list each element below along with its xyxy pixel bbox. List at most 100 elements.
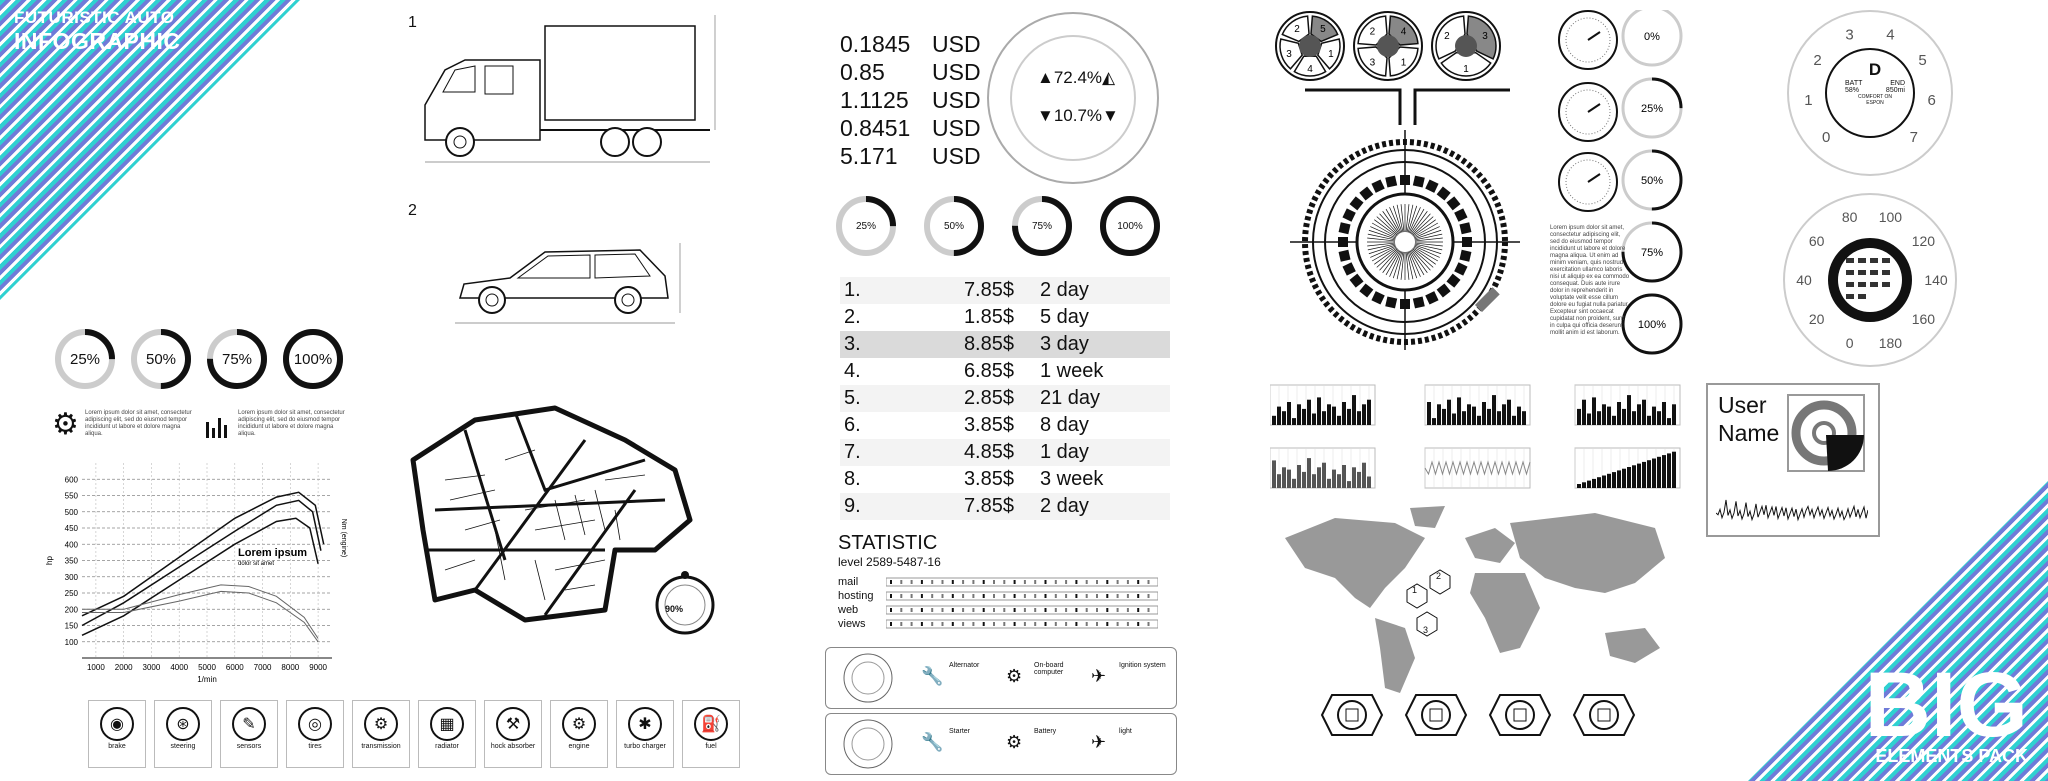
y-tick-label: 200 [65, 605, 79, 614]
radar-segment [1400, 175, 1410, 185]
bar-widget-bar [1632, 465, 1636, 488]
chart-series-line [82, 584, 319, 639]
y-tick-label: 600 [65, 475, 79, 484]
bar-widget-bar [1607, 473, 1611, 488]
map-percent-widget [655, 571, 715, 635]
city-map [410, 405, 693, 623]
right-ring-arc [1621, 77, 1683, 139]
x-axis-label: 1/min [197, 675, 217, 684]
radar-spoke [1396, 251, 1404, 280]
dial-sector [1440, 52, 1492, 77]
brand-footer-big: BIG [1864, 654, 2028, 756]
bar-widget-bar [1327, 404, 1331, 425]
bar-widget-bar [1617, 470, 1621, 488]
speed-dial-map-block [1882, 258, 1890, 263]
bar-widget-bar [1642, 461, 1646, 488]
component-icon: ⚒ [496, 707, 530, 741]
panel-component-label: Alternator [949, 662, 980, 669]
radar-spoke [1413, 245, 1440, 258]
bar-widget-bar [1502, 404, 1506, 425]
statistic-level: level 2589-5487-16 [838, 555, 941, 569]
map-location-badge [1488, 694, 1552, 736]
mid-ring-arc-0 [836, 196, 896, 256]
price-currency: USD [932, 115, 981, 141]
batt-value: 58% [1845, 87, 1860, 94]
brand-footer-small: ELEMENTS PACK [1875, 746, 2028, 766]
table-row: 9.7.85$2 day [840, 493, 1170, 520]
dial-hub [1299, 35, 1321, 57]
dial-sector-label: 4 [1401, 26, 1407, 37]
radar-spoke [1406, 204, 1414, 233]
left-ring-1: 50% [128, 326, 194, 392]
bar-widget-bar [1662, 402, 1666, 425]
bar-widget-bar [1647, 415, 1651, 425]
component-turbo-charger: ✱turbo charger [616, 700, 674, 768]
radar-segment [1385, 296, 1398, 309]
gear-icon: ⚙ [52, 408, 79, 441]
radar-inner [1355, 192, 1455, 292]
truck-blueprint [424, 15, 716, 163]
component-label: fuel [705, 743, 717, 750]
radar-segment [1412, 296, 1425, 309]
row-number: 6. [844, 414, 861, 436]
x-tick-label: 4000 [170, 663, 188, 672]
radar-spoke [1406, 251, 1414, 280]
row-number: 8. [844, 468, 861, 490]
radar-spoke [1379, 213, 1399, 235]
price-value: 0.1845 [840, 31, 911, 57]
lorem-paragraph-column: Lorem ipsum dolor sit amet, consectetur … [1550, 225, 1630, 336]
dial-sector-label: 3 [1370, 58, 1376, 69]
speed-dial-map-block [1846, 270, 1854, 275]
progress-rings-left: 25%50%75%100% [52, 326, 346, 392]
bar-widget-bar [1357, 471, 1361, 488]
table-row: 4.6.85$1 week [840, 358, 1170, 385]
row-price: 6.85$ [963, 360, 1014, 382]
x-tick-label: 5000 [198, 663, 216, 672]
radar-spoke [1382, 249, 1400, 273]
bar-widget-bar [1472, 406, 1476, 425]
table-row: 8.3.85$3 week [840, 466, 1170, 493]
radar-connector [1305, 88, 1510, 125]
statistic-row: web [838, 603, 1158, 617]
bar-widget-bar [1582, 399, 1586, 425]
radar-segment [1349, 273, 1364, 288]
radar-spoke [1411, 213, 1431, 235]
row-duration: 2 day [1040, 495, 1089, 517]
x-tick-label: 9000 [309, 663, 327, 672]
bar-widget-bar [1667, 418, 1671, 425]
bar-widget-bar [1312, 413, 1316, 425]
radar-ring [1302, 139, 1508, 345]
dial-sector [1388, 15, 1419, 46]
row-number: 5. [844, 387, 861, 409]
mid-ring-1: 50% [921, 193, 987, 259]
left-ring-label: 75% [221, 350, 253, 368]
radar-segment [1436, 283, 1451, 298]
component-steering: ⊛steering [154, 700, 212, 768]
component-label: engine [568, 743, 590, 750]
price-currency: USD [932, 31, 981, 57]
map-location-badge [1572, 694, 1636, 736]
map-location-badge [1320, 694, 1384, 736]
brand-title-line1: FUTURISTIC AUTO [14, 8, 175, 27]
row-price: 4.85$ [963, 441, 1014, 463]
component-icon: ◎ [298, 707, 332, 741]
statistic-title: STATISTIC [838, 532, 938, 554]
left-ring-arc-2 [207, 329, 267, 389]
radar-spoke [1392, 205, 1403, 233]
table-row: 7.4.85$1 day [840, 439, 1170, 466]
bar-widget-bar [1332, 469, 1336, 488]
speed-dial-map-block [1846, 282, 1854, 287]
panel-component-label: On-board computer [1034, 662, 1064, 676]
bar-widget-bar [1662, 455, 1666, 488]
table-row: 5.2.85$21 day [840, 385, 1170, 412]
radar-segment [1462, 237, 1472, 247]
radar-segment [1385, 175, 1398, 188]
statistic-row: mail [838, 575, 1158, 589]
row-duration: 2 day [1040, 279, 1089, 301]
